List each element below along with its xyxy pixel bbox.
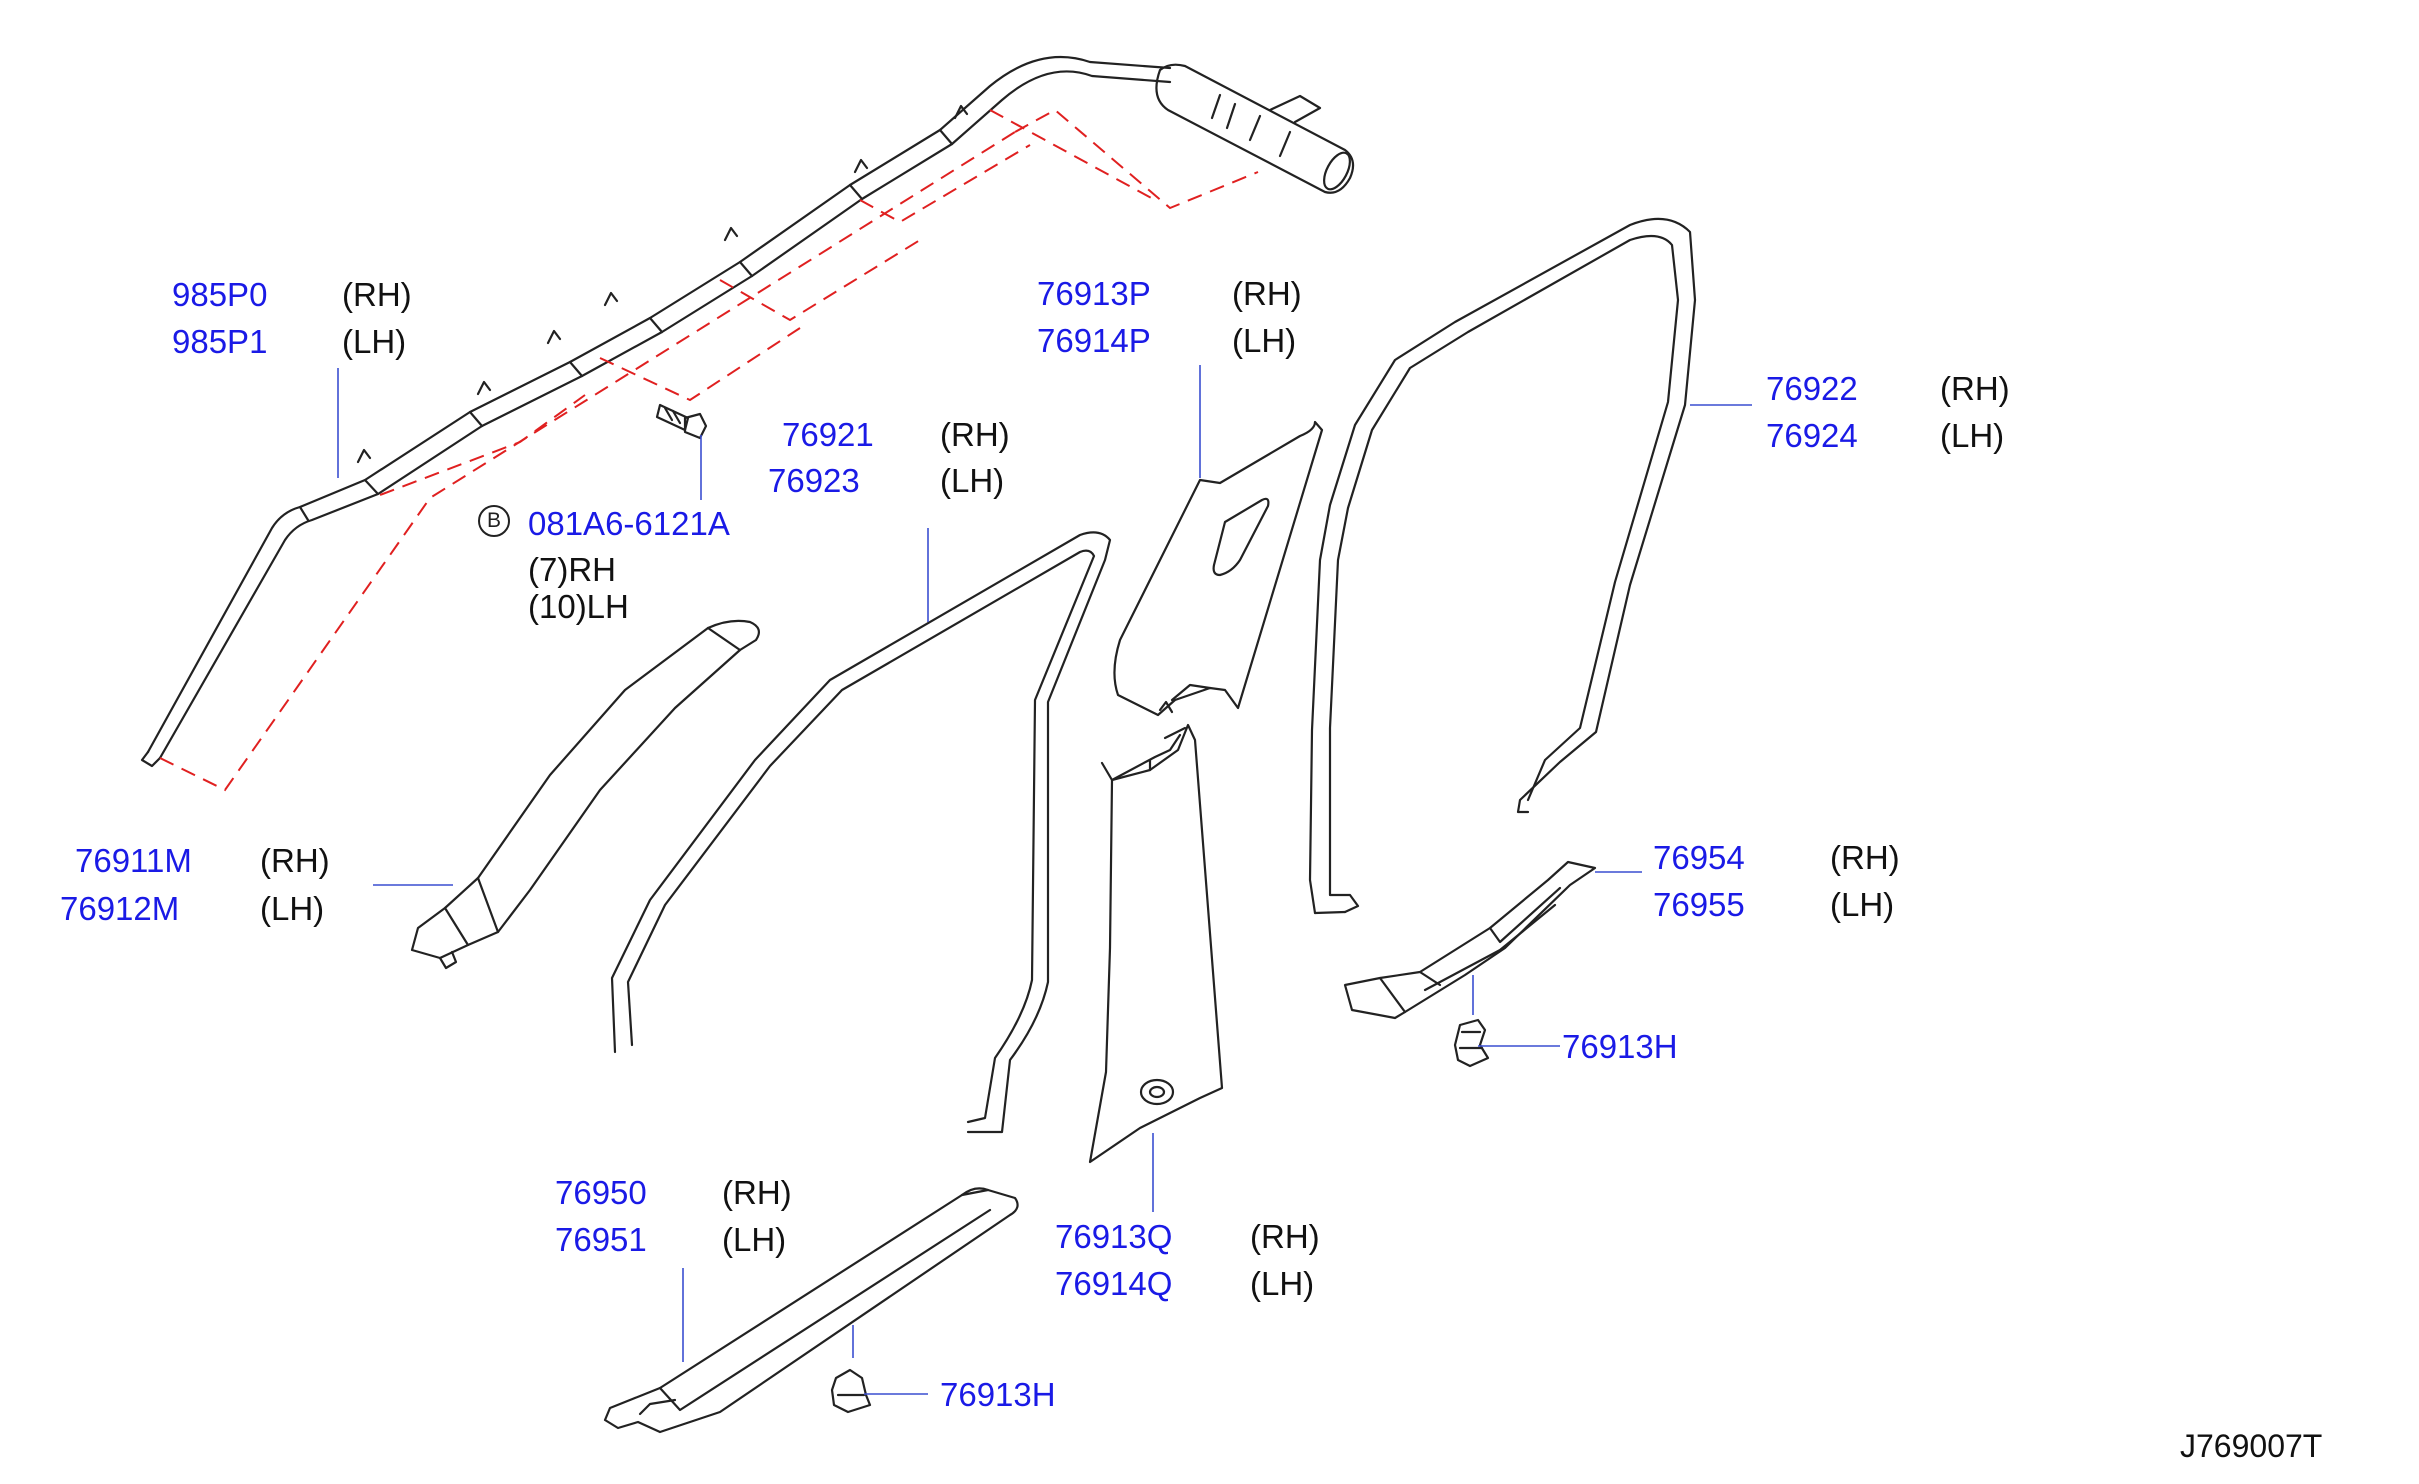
part-number-rh[interactable]: 76921 (782, 416, 874, 453)
side-label-rh: (RH) (260, 842, 330, 879)
leader-lines (337, 365, 1752, 1395)
bolt (655, 403, 708, 440)
side-label-lh: (LH) (1250, 1265, 1315, 1302)
side-label-rh: (RH) (1940, 370, 2010, 407)
side-label-lh: (LH) (260, 890, 325, 927)
part-number-lh[interactable]: 76955 (1653, 886, 1745, 923)
front-pillar-garnish (410, 619, 760, 970)
rear-kicking-plate (1343, 860, 1597, 1020)
side-label-rh: (RH) (1830, 839, 1900, 876)
side-label-lh: (LH) (1940, 417, 2005, 454)
part-number-lh[interactable]: 76923 (768, 462, 860, 499)
part-number-clip[interactable]: 76913H (1562, 1028, 1678, 1065)
diagram-code: J769007T (2180, 1428, 2323, 1464)
part-number-lh[interactable]: 76914Q (1055, 1265, 1173, 1302)
part-number-bolt[interactable]: 081A6-6121A (528, 505, 730, 542)
part-number-rh[interactable]: 76954 (1653, 839, 1745, 876)
part-number-rh[interactable]: 76922 (1766, 370, 1858, 407)
rear-clip (1453, 1018, 1490, 1068)
side-label-lh: (LH) (940, 462, 1005, 499)
part-number-rh[interactable]: 76950 (555, 1174, 647, 1211)
part-number-rh[interactable]: 985P0 (172, 276, 268, 313)
part-number-lh[interactable]: 76912M (60, 890, 180, 927)
part-number-lh[interactable]: 76924 (1766, 417, 1858, 454)
side-label-rh: (RH) (940, 416, 1010, 453)
part-number-lh[interactable]: 76951 (555, 1221, 647, 1258)
center-pillar-lower-garnish (1088, 723, 1224, 1164)
part-number-rh[interactable]: 76911M (75, 842, 192, 879)
side-label-lh: (LH) (342, 323, 407, 360)
part-number-clip[interactable]: 76913H (940, 1376, 1056, 1413)
side-label-lh: (LH) (1232, 322, 1297, 359)
bolt-symbol-icon: B (478, 505, 510, 537)
side-label-rh: (RH) (342, 276, 412, 313)
side-label-rh: (RH) (1232, 275, 1302, 312)
side-label-lh: (LH) (722, 1221, 787, 1258)
center-pillar-upper-garnish (1113, 420, 1324, 717)
part-number-lh[interactable]: 985P1 (172, 323, 268, 360)
side-label-rh: (RH) (722, 1174, 792, 1211)
rear-weatherstrip (1308, 217, 1697, 915)
side-label-rh: (RH) (1250, 1218, 1320, 1255)
front-weatherstrip (610, 531, 1112, 1134)
front-clip (830, 1368, 872, 1414)
front-kicking-plate (603, 1187, 1019, 1434)
part-number-lh[interactable]: 76914P (1037, 322, 1151, 359)
dashed-guide-lines (159, 108, 1259, 792)
part-number-rh[interactable]: 76913P (1037, 275, 1151, 312)
bolt-qty-rh: (7)RH (528, 551, 616, 588)
bolt-qty-lh: (10)LH (528, 588, 629, 625)
curtain-airbag-module (140, 55, 1355, 768)
part-number-rh[interactable]: 76913Q (1055, 1218, 1173, 1255)
side-label-lh: (LH) (1830, 886, 1895, 923)
